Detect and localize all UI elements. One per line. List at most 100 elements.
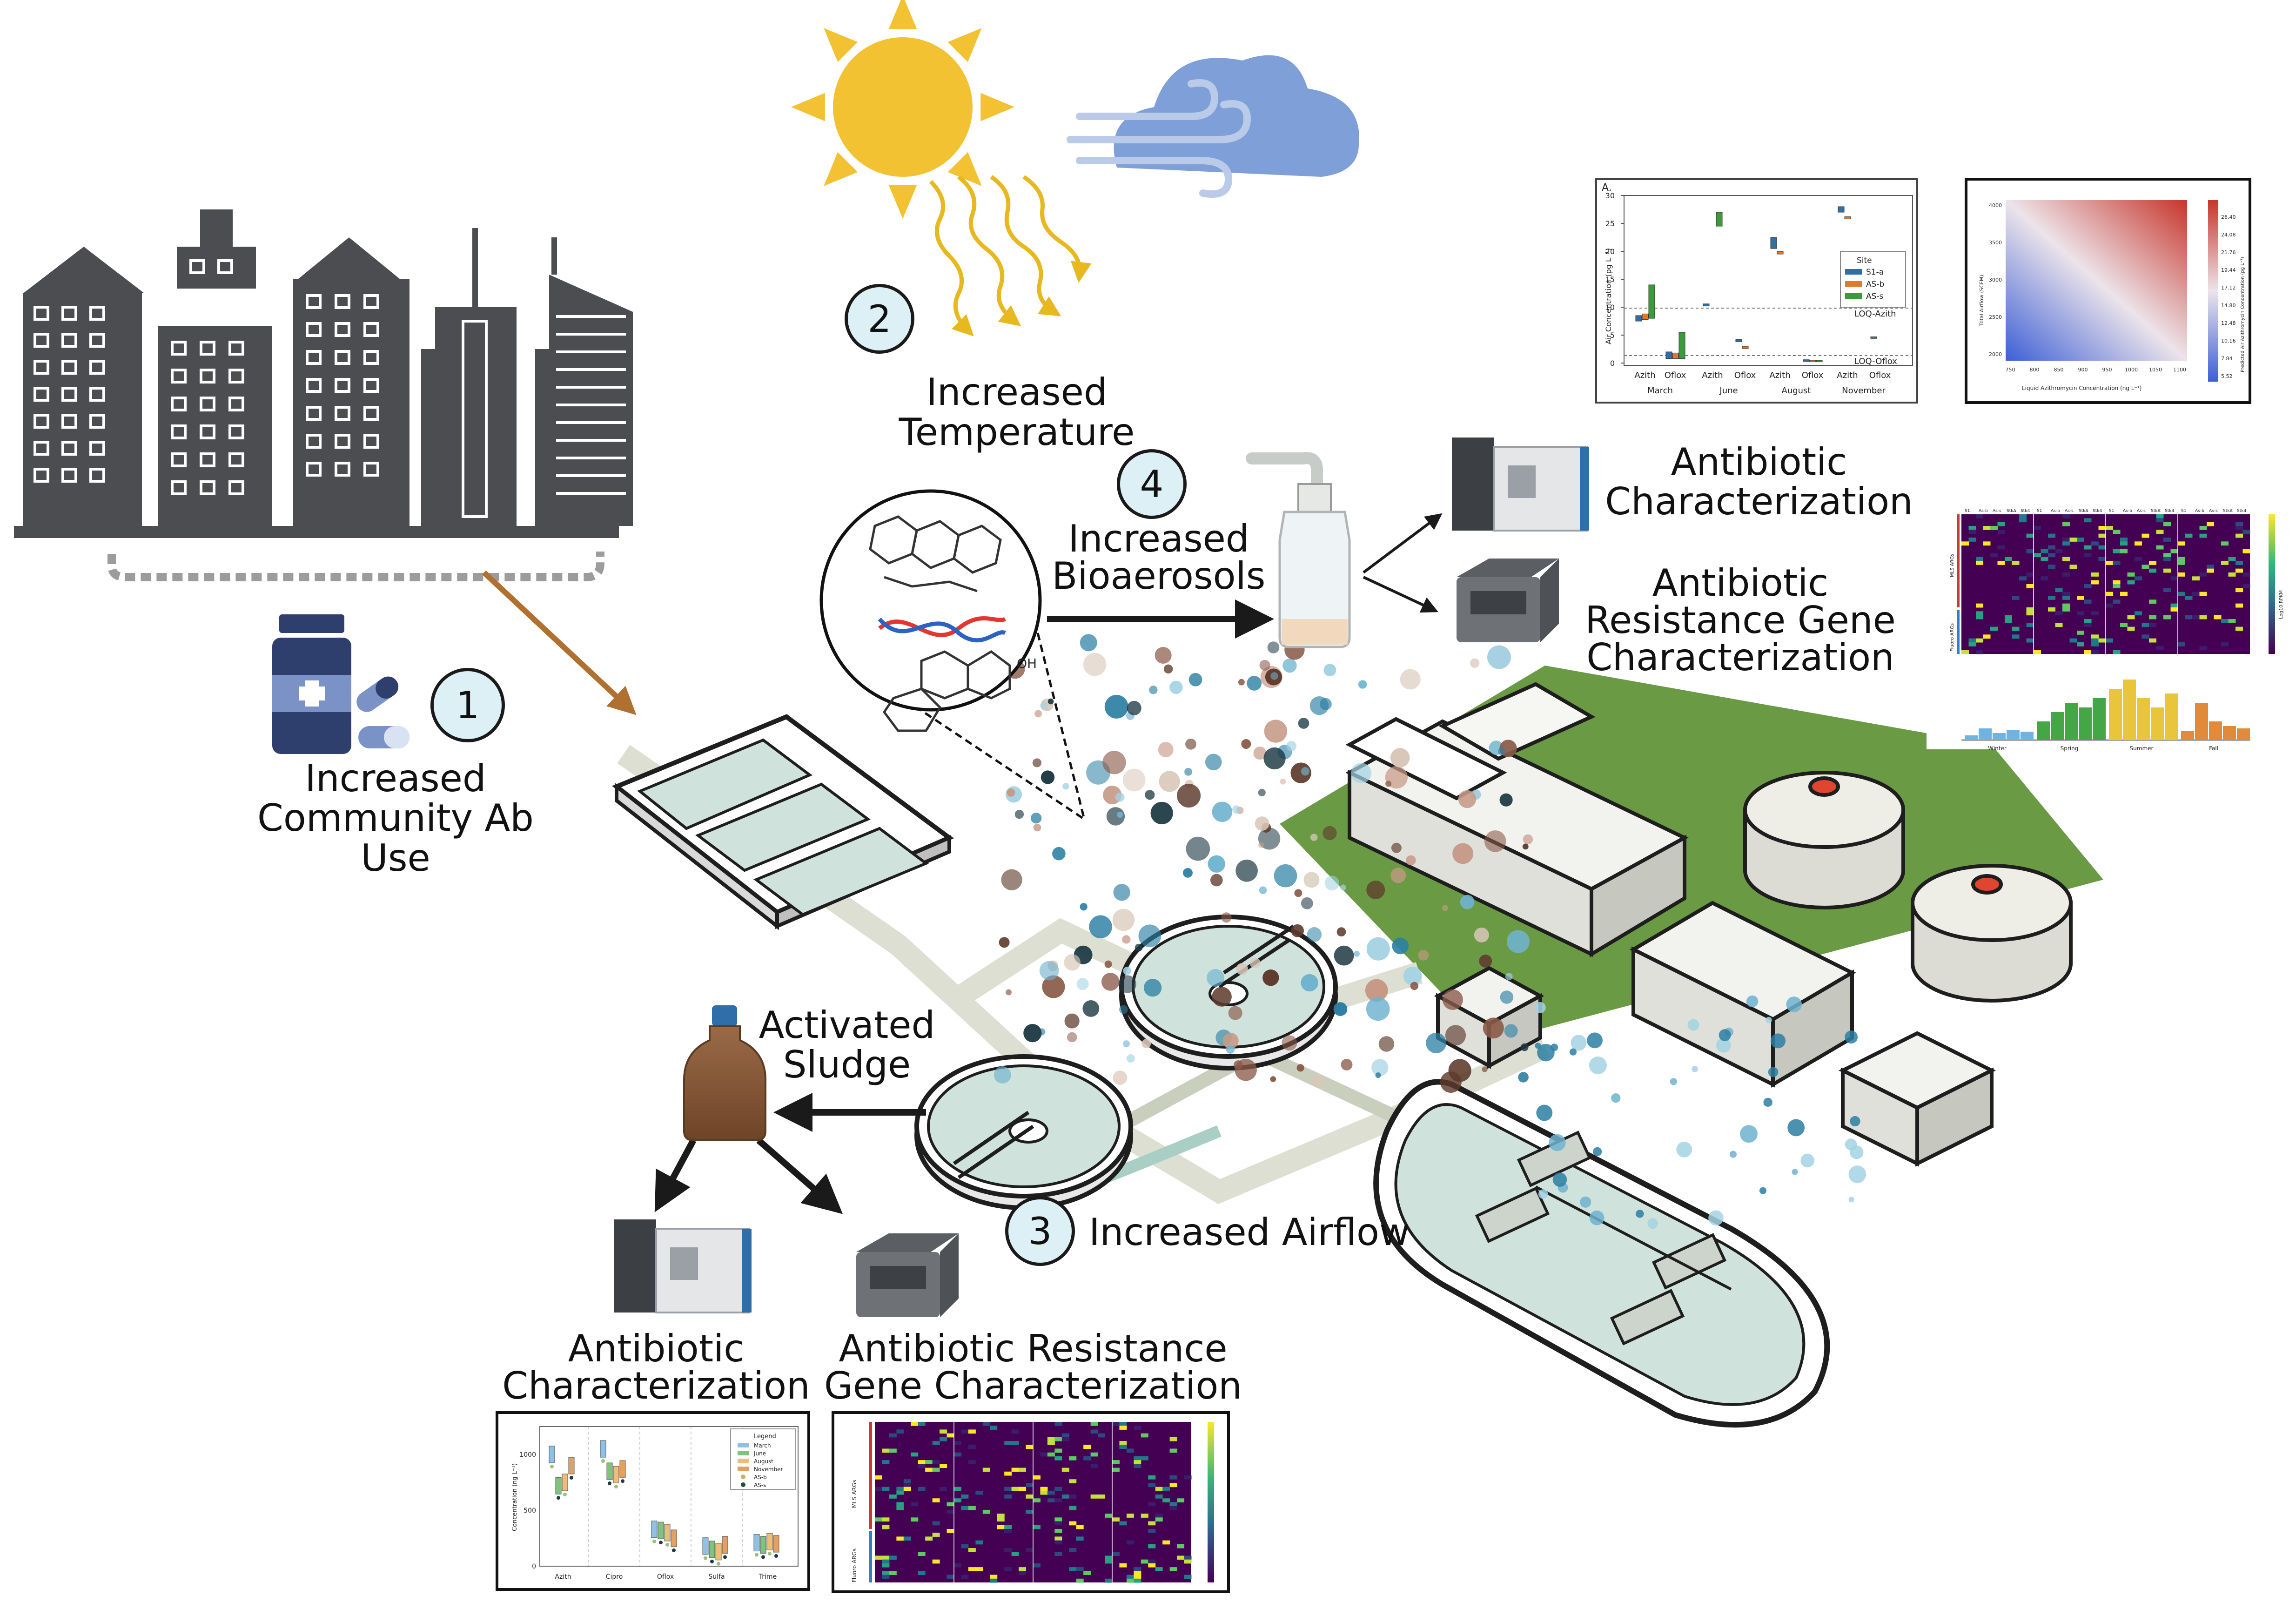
arg-heatmap-cell (2127, 572, 2135, 577)
arg-heatmap-cell (1126, 1448, 1134, 1453)
arg-heatmap-cell (2163, 588, 2171, 592)
air-arg-col-label: S1 (2109, 509, 2114, 513)
arg-heatmap-cell (1968, 530, 1976, 534)
arg-heatmap-cell (2113, 584, 2121, 588)
arg-heatmap-cell (889, 1448, 897, 1453)
sludge-boxplot-legend-label: March (754, 1442, 771, 1449)
arg-heatmap-cell (2178, 642, 2185, 646)
air-boxplot-ytick: 10 (1605, 303, 1615, 312)
arg-heatmap-cell (2228, 619, 2236, 623)
arg-heatmap-cell (2120, 592, 2128, 596)
arg-heatmap-cell (968, 1445, 976, 1449)
airflow-heatmap-ytick: 3000 (1989, 277, 2002, 283)
arg-heatmap-cell (2149, 615, 2156, 619)
cloud-wind-icon (1067, 55, 1359, 198)
arg-heatmap-cell (2135, 541, 2142, 546)
community-label-line1: Increased (305, 757, 486, 800)
air-boxplot-box (1678, 332, 1685, 359)
arg-heatmap-cell (1997, 545, 2005, 550)
arg-heatmap-cell (2077, 538, 2084, 542)
airflow-heatmap-xtick: 1000 (2125, 367, 2138, 373)
sludge-boxplot-box (658, 1521, 664, 1539)
air-boxplot-drug-label: Oflox (1802, 370, 1824, 380)
arg-heatmap-cell (2207, 522, 2214, 526)
arg-heatmap-cell (1004, 1548, 1012, 1552)
arg-heatmap-cell (1011, 1552, 1019, 1556)
air-arg-col-label: As-b (2051, 509, 2060, 513)
sludge-boxplot-box (568, 1457, 575, 1474)
arg-heatmap-cell (2236, 522, 2243, 526)
arg-heatmap-cell (1011, 1487, 1019, 1491)
sludge-boxplot-drug-label: Trime (759, 1573, 777, 1581)
arg-heatmap-cell (882, 1575, 890, 1579)
arg-heatmap-cell (889, 1433, 897, 1438)
arg-heatmap-cell (2048, 596, 2055, 600)
arg-heatmap-cell (2005, 615, 2012, 619)
air-arg-bar (2051, 712, 2064, 740)
arg-heatmap-cell (2012, 626, 2020, 631)
arg-heatmap-cell (1976, 557, 1983, 561)
arg-heatmap-cell (2228, 557, 2236, 561)
arg-heatmap-cell (1976, 561, 1983, 565)
arg-heatmap-cell (997, 1514, 1005, 1518)
airflow-heatmap-xtick: 900 (2078, 367, 2088, 373)
arg-heatmap-cell (975, 1567, 983, 1571)
arg-heatmap-cell (896, 1502, 904, 1507)
step-4-badge: 4 (1117, 449, 1187, 519)
arg-heatmap-cell (1990, 626, 1998, 631)
arg-heatmap-cell (882, 1555, 890, 1560)
arg-heatmap-cell (896, 1490, 904, 1495)
air-arg-col-label: As-s (1993, 509, 2001, 513)
air-arg-season-label: Winter (1988, 745, 2007, 752)
arg-heatmap-cell (1090, 1452, 1098, 1457)
arg-heatmap-cell (1047, 1490, 1055, 1495)
arg-heatmap-cell (2026, 611, 2034, 616)
molecule-magnifier: OH (819, 489, 1086, 821)
arg-heatmap-cell (1026, 1445, 1034, 1449)
air-arg-bar (2079, 707, 2092, 740)
arg-heatmap-cell (2178, 541, 2185, 546)
arg-heatmap-cell (1054, 1448, 1062, 1453)
arg-heatmap-cell (1054, 1437, 1062, 1441)
arg-heatmap-cell (2170, 607, 2178, 612)
air-boxplot-box (1803, 359, 1810, 362)
airflow-heatmap-cbar-tick: 14.80 (2221, 303, 2236, 309)
arg-heatmap-cell (1997, 561, 2005, 565)
arg-heatmap-cell (896, 1536, 904, 1541)
arg-heatmap-cell (2120, 538, 2128, 542)
arg-heatmap-cell (2098, 526, 2106, 530)
arg-heatmap-cell (882, 1487, 890, 1491)
air-boxplot-ytick: 25 (1605, 219, 1615, 228)
arg-heatmap-cell (2055, 588, 2063, 592)
arg-heatmap-cell (2113, 599, 2121, 604)
arg-heatmap-cell (918, 1464, 926, 1468)
arg-heatmap-cell (918, 1571, 926, 1575)
sludge-boxplot-legend-swatch (741, 1474, 745, 1479)
sludge-boxplot-point (665, 1543, 669, 1547)
arg-heatmap-cell (2034, 553, 2041, 558)
lcms-instrument-air (1452, 438, 1589, 532)
arg-heatmap-cell (1148, 1475, 1156, 1480)
air-boxplot-box (1777, 251, 1784, 255)
arg-heatmap-cell (2236, 568, 2243, 573)
air-arg-bar (2109, 689, 2122, 740)
air-boxplot-box (1770, 237, 1777, 249)
air-boxplot-ytick: 15 (1605, 275, 1615, 284)
arg-heatmap-cell (1061, 1494, 1069, 1499)
arg-heatmap-cell (1155, 1487, 1163, 1491)
arg-heatmap-cell (1054, 1521, 1062, 1526)
arg-heatmap-cell (1184, 1475, 1192, 1480)
arg-heatmap-cell (1069, 1479, 1077, 1483)
arg-heatmap-cell (896, 1429, 904, 1434)
arg-heatmap-cell (2048, 545, 2055, 550)
air-arg-bar (2223, 726, 2236, 740)
arg-heatmap-cell (2236, 533, 2243, 538)
arg-heatmap-cell (2156, 514, 2164, 518)
arg-heatmap-cell (2084, 623, 2092, 627)
arg-heatmap-cell (2149, 568, 2156, 573)
arg-heatmap-cell (1976, 615, 1983, 619)
community-arrow (482, 570, 637, 715)
arg-heatmap-cell (1061, 1433, 1069, 1438)
arg-heatmap-cell (2055, 623, 2063, 627)
